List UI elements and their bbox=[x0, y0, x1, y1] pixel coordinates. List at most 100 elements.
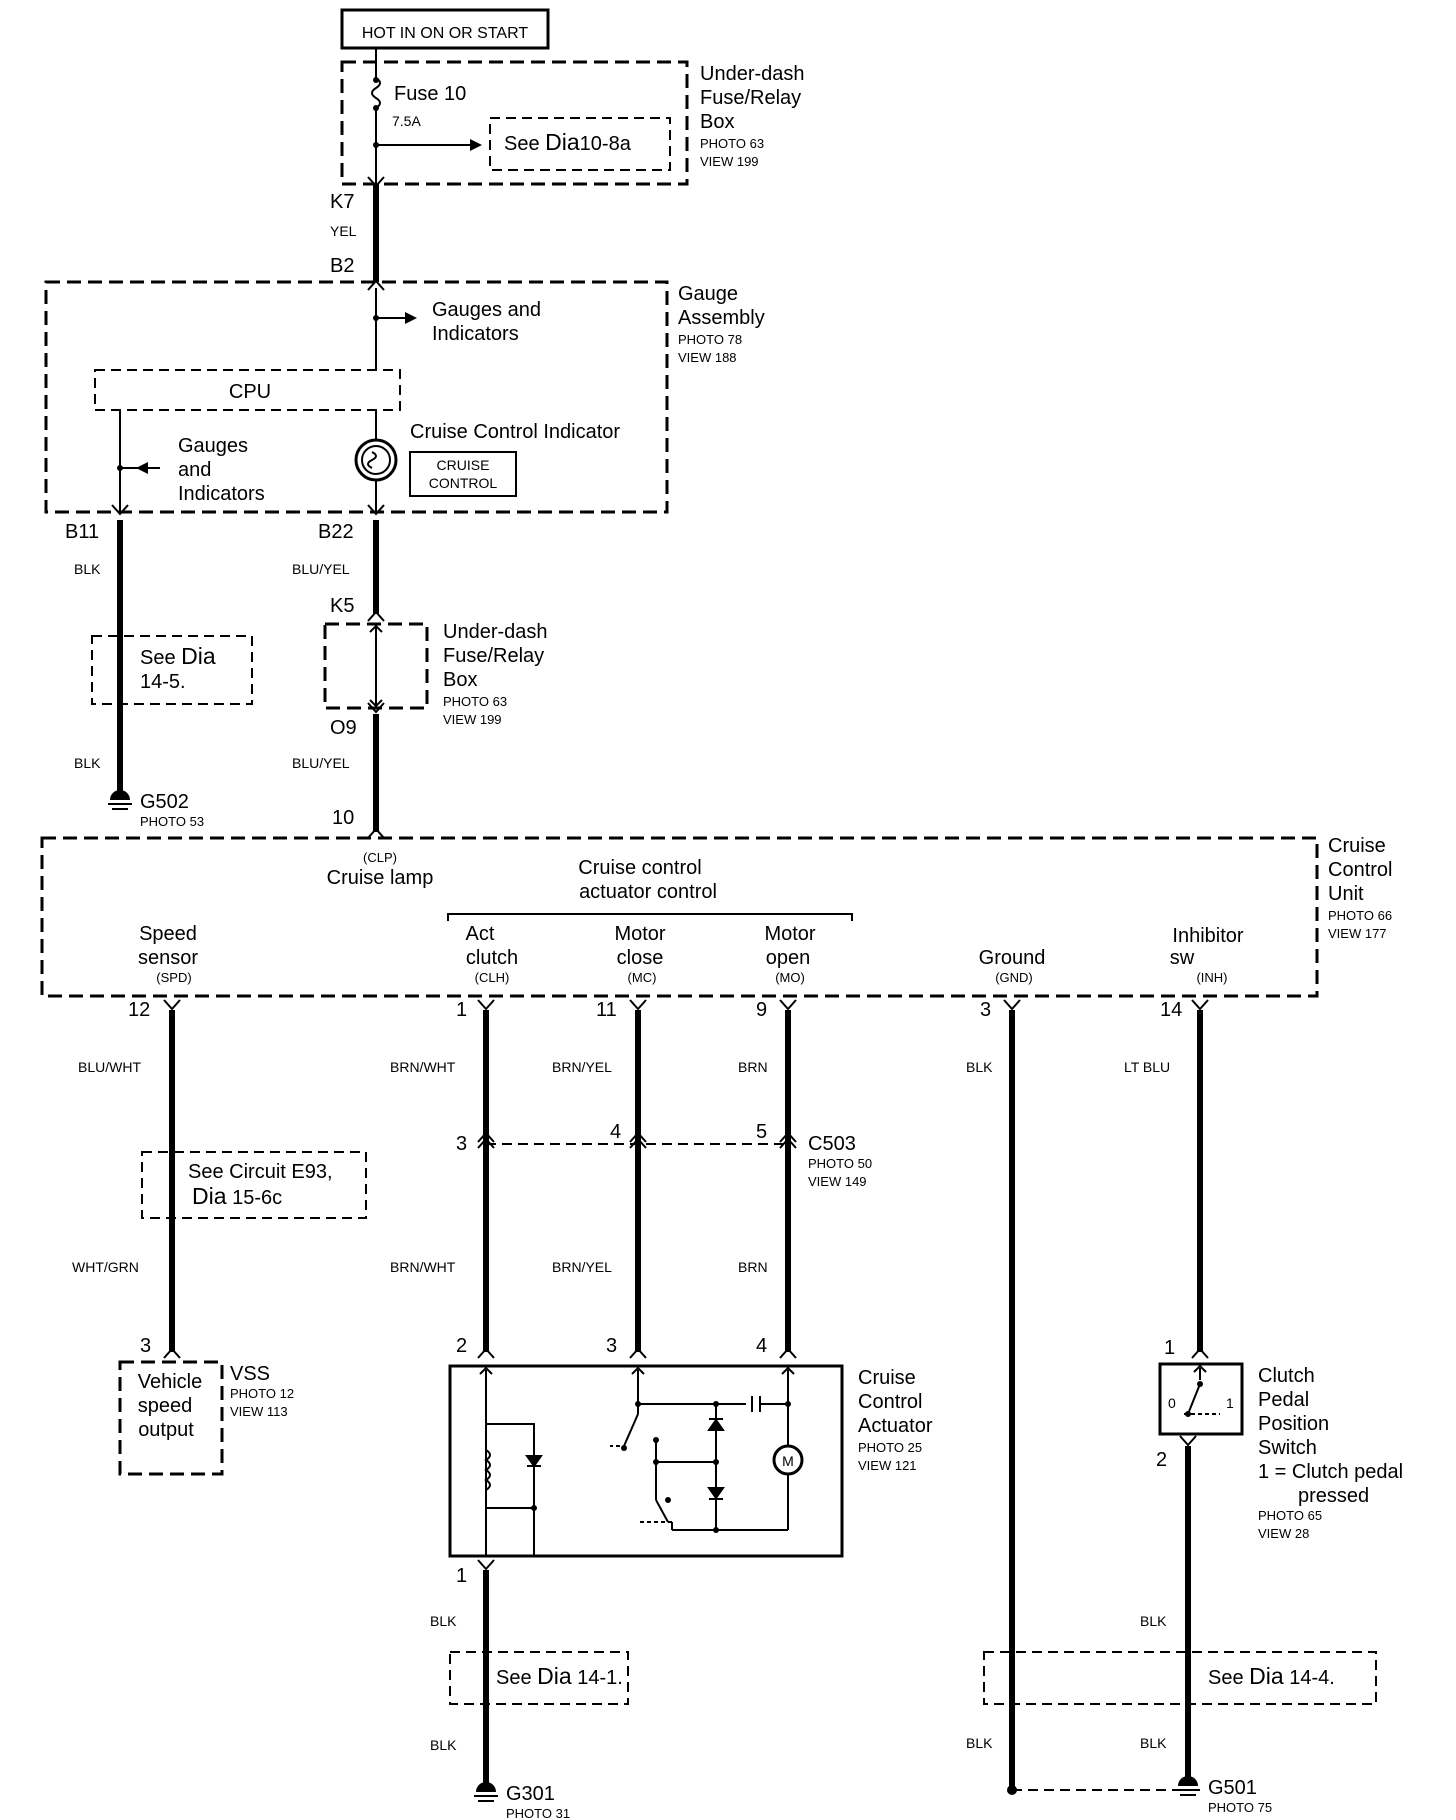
g502-photo: PHOTO 53 bbox=[140, 814, 204, 829]
svg-text:1: 1 bbox=[1226, 1395, 1234, 1411]
svg-text:output: output bbox=[138, 1419, 194, 1441]
fuse-box-mid-name-1: Under-dash bbox=[443, 621, 548, 643]
pin-act-2: 2 bbox=[456, 1335, 467, 1357]
svg-text:clutch: clutch bbox=[466, 947, 518, 969]
wire-blu-yel-1: BLU/YEL bbox=[292, 561, 350, 577]
see-circuit-e93: See Circuit E93, bbox=[188, 1161, 333, 1183]
clutch-view: VIEW 28 bbox=[1258, 1526, 1309, 1541]
svg-text:Vehicle: Vehicle bbox=[138, 1371, 203, 1393]
see-circuit-e93-box bbox=[141, 1151, 367, 1219]
svg-text:CRUISE: CRUISE bbox=[437, 457, 490, 473]
gauges-indicators-top-2: Indicators bbox=[432, 323, 519, 345]
pin-11: 11 bbox=[596, 999, 617, 1021]
gauge-assembly-name-1: Gauge bbox=[678, 283, 738, 305]
ccu-actuator-control-1: Cruise control bbox=[578, 857, 701, 879]
wire-blk-gnd-2: BLK bbox=[966, 1735, 993, 1751]
wire-brn-yel-2: BRN/YEL bbox=[552, 1259, 612, 1275]
g301-label: G301 bbox=[506, 1783, 555, 1805]
gauge-assembly-name-2: Assembly bbox=[678, 307, 765, 329]
wire-blk-clutch-1: BLK bbox=[1140, 1613, 1167, 1629]
pin-k5: K5 bbox=[330, 595, 354, 617]
svg-text:Dia 15-6c: Dia 15-6c bbox=[192, 1183, 282, 1209]
wire-blk-act-2: BLK bbox=[430, 1737, 457, 1753]
clutch-solenoid-icon bbox=[479, 1366, 543, 1556]
svg-text:(MC): (MC) bbox=[628, 970, 657, 985]
wire-lt-blu: LT BLU bbox=[1124, 1059, 1170, 1075]
clutch-name-3: Position bbox=[1258, 1413, 1329, 1435]
fuse-box-top-name-1: Under-dash bbox=[700, 63, 805, 85]
fuse-10-rating: 7.5A bbox=[392, 113, 421, 129]
g501-label: G501 bbox=[1208, 1777, 1257, 1799]
vss-name: VSS bbox=[230, 1363, 270, 1385]
ccu-cruise-lamp: Cruise lamp bbox=[327, 867, 434, 889]
fuse-box-top-name-3: Box bbox=[700, 111, 734, 133]
wire-yel: YEL bbox=[330, 223, 357, 239]
pin-k7: K7 bbox=[330, 191, 354, 213]
actuator-name-3: Actuator bbox=[858, 1415, 933, 1437]
ground-g501-icon bbox=[1176, 1776, 1200, 1796]
actuator-name-1: Cruise bbox=[858, 1367, 916, 1389]
svg-text:(SPD): (SPD) bbox=[156, 970, 191, 985]
c503-view: VIEW 149 bbox=[808, 1174, 867, 1189]
svg-text:Inhibitor: Inhibitor bbox=[1172, 925, 1243, 947]
svg-text:(CLH): (CLH) bbox=[475, 970, 510, 985]
g301-photo: PHOTO 31 bbox=[506, 1806, 570, 1820]
ccu-name-3: Unit bbox=[1328, 883, 1364, 905]
wire-blu-wht: BLU/WHT bbox=[78, 1059, 141, 1075]
see-dia-14-4: See Dia 14-4. bbox=[1208, 1663, 1335, 1689]
wire-brn-wht-1: BRN/WHT bbox=[390, 1059, 456, 1075]
fuse-box-mid-photo: PHOTO 63 bbox=[443, 694, 507, 709]
svg-text:sw: sw bbox=[1170, 947, 1195, 969]
wire-brn-yel-1: BRN/YEL bbox=[552, 1059, 612, 1075]
pin-o9: O9 bbox=[330, 717, 357, 739]
gauges-left-1: Gauges bbox=[178, 435, 248, 457]
fuse-box-top-view: VIEW 199 bbox=[700, 154, 759, 169]
pin-b22: B22 bbox=[318, 521, 354, 543]
svg-text:CONTROL: CONTROL bbox=[429, 475, 498, 491]
pin-clutch-2: 2 bbox=[1156, 1449, 1167, 1471]
c503-pin-4: 4 bbox=[610, 1121, 621, 1143]
svg-text:Motor: Motor bbox=[614, 923, 665, 945]
pin-9: 9 bbox=[756, 999, 767, 1021]
clutch-switch-icon bbox=[1184, 1364, 1220, 1415]
motor-icon bbox=[772, 1444, 804, 1476]
clutch-name-2: Pedal bbox=[1258, 1389, 1309, 1411]
clutch-photo: PHOTO 65 bbox=[1258, 1508, 1322, 1523]
actuator-name-2: Control bbox=[858, 1391, 922, 1413]
ground-g301-icon bbox=[474, 1782, 498, 1802]
vss-view: VIEW 113 bbox=[230, 1404, 288, 1419]
pin-vss-3: 3 bbox=[140, 1335, 151, 1357]
fuse-box-top-name-2: Fuse/Relay bbox=[700, 87, 801, 109]
pin-14: 14 bbox=[1160, 999, 1182, 1021]
fuse-box-mid-name-3: Box bbox=[443, 669, 477, 691]
gauges-indicators-top-1: Gauges and bbox=[432, 299, 541, 321]
svg-text:Motor: Motor bbox=[764, 923, 815, 945]
pin-10: 10 bbox=[332, 807, 354, 829]
pin-b11: B11 bbox=[65, 521, 99, 543]
ccu-name-2: Control bbox=[1328, 859, 1392, 881]
see-dia-14-1: See Dia 14-1. bbox=[496, 1663, 623, 1689]
svg-text:close: close bbox=[617, 947, 664, 969]
clutch-note-1: 1 = Clutch pedal bbox=[1258, 1461, 1403, 1483]
c503-photo: PHOTO 50 bbox=[808, 1156, 872, 1171]
fuse-box-mid-name-2: Fuse/Relay bbox=[443, 645, 544, 667]
gauge-assembly-box bbox=[44, 280, 669, 514]
see-dia-14-1-box bbox=[449, 1651, 629, 1705]
pin-1: 1 bbox=[456, 999, 467, 1021]
ccu-actuator-control-2: actuator control bbox=[579, 881, 717, 903]
vss-box bbox=[118, 1360, 224, 1476]
svg-text:Speed: Speed bbox=[139, 923, 197, 945]
gauges-left-2: and bbox=[178, 459, 211, 481]
fuse-box-mid-view: VIEW 199 bbox=[443, 712, 502, 727]
pin-act-1: 1 bbox=[456, 1565, 467, 1587]
svg-text:0: 0 bbox=[1168, 1395, 1176, 1411]
ccu-view: VIEW 177 bbox=[1328, 926, 1387, 941]
c503-label: C503 bbox=[808, 1133, 856, 1155]
pin-3: 3 bbox=[980, 999, 991, 1021]
clutch-note-2: pressed bbox=[1298, 1485, 1369, 1507]
motor-circuit-icon bbox=[610, 1366, 795, 1531]
power-source-label: HOT IN ON OR START bbox=[362, 25, 528, 42]
wire-blk-g502: BLK bbox=[74, 755, 101, 771]
fuse-10-icon bbox=[371, 77, 381, 109]
